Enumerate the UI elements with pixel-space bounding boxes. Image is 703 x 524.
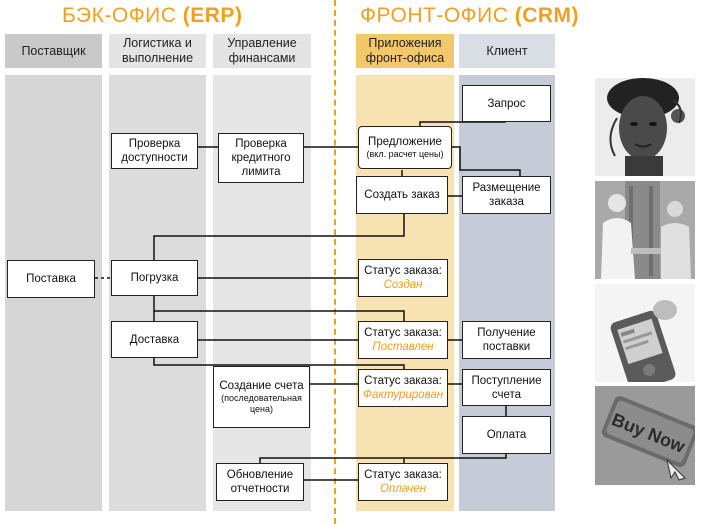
- box-status-paid: Статус заказа: Оплачен: [358, 463, 448, 501]
- proposal-note: (вкл. расчет цены): [366, 149, 444, 159]
- status-paid-value: Оплачен: [379, 483, 427, 495]
- box-create-invoice: Создание счета (последовательная цена): [213, 366, 310, 428]
- status-created-label: Статус заказа:: [364, 265, 442, 277]
- box-delivery-receipt: Получение поставки: [462, 321, 551, 359]
- frontoffice-title: ФРОНТ-ОФИС (CRM): [360, 4, 579, 30]
- column-header-frontoffice: Приложения фронт-офиса: [356, 34, 454, 68]
- backoffice-title-prefix: БЭК-ОФИС: [62, 4, 183, 27]
- backoffice-title: БЭК-ОФИС (ERP): [62, 4, 242, 30]
- status-delivered-label: Статус заказа:: [364, 327, 442, 339]
- box-payment: Оплата: [462, 416, 551, 454]
- box-status-created: Статус заказа: Создан: [358, 259, 448, 297]
- agent-headset-image: [595, 78, 695, 176]
- box-credit-check: Проверка кредитного лимита: [218, 133, 304, 183]
- invoice-note: (последовательная цена): [221, 393, 302, 414]
- box-create-order: Создать заказ: [356, 176, 448, 214]
- pda-device-image: [595, 284, 695, 382]
- photo-call-center-agent: [595, 78, 695, 176]
- invoice-label: Создание счета: [219, 380, 304, 392]
- box-status-invoiced: Статус заказа: Фактурирован: [358, 369, 448, 407]
- buy-now-key-image: Buy Now: [595, 386, 695, 485]
- handshake-image: [595, 181, 695, 279]
- box-proposal: Предложение (вкл. расчет цены): [358, 126, 452, 169]
- photo-handshake: [595, 181, 695, 279]
- frontoffice-title-prefix: ФРОНТ-ОФИС: [360, 4, 515, 27]
- status-invoiced-label: Статус заказа:: [364, 375, 442, 387]
- divider-line: [334, 0, 336, 524]
- backoffice-title-system: (ERP): [182, 4, 243, 27]
- box-invoice-arrival: Поступление счета: [462, 369, 551, 406]
- column-header-finance: Управление финансами: [213, 34, 311, 68]
- box-request: Запрос: [462, 85, 551, 122]
- box-order-placement: Размещение заказа: [462, 176, 551, 214]
- box-availability-check: Проверка доступности: [111, 133, 198, 169]
- photo-pda: [595, 284, 695, 382]
- photo-buy-now-button: Buy Now: [595, 386, 695, 485]
- proposal-label: Предложение: [368, 136, 442, 148]
- box-loading: Погрузка: [111, 260, 198, 296]
- column-header-client: Клиент: [459, 34, 555, 68]
- status-delivered-value: Поставлен: [372, 341, 434, 353]
- box-supply: Поставка: [7, 260, 95, 298]
- status-created-value: Создан: [383, 279, 423, 291]
- column-header-logistics: Логистика и выполнение: [109, 34, 206, 68]
- status-invoiced-value: Фактурирован: [362, 389, 444, 401]
- frontoffice-title-system: (CRM): [514, 4, 580, 27]
- box-delivery: Доставка: [111, 321, 198, 358]
- box-report-update: Обновление отчетности: [216, 463, 304, 501]
- status-paid-label: Статус заказа:: [364, 469, 442, 481]
- box-status-delivered: Статус заказа: Поставлен: [358, 321, 448, 359]
- column-header-supplier: Поставщик: [5, 34, 102, 68]
